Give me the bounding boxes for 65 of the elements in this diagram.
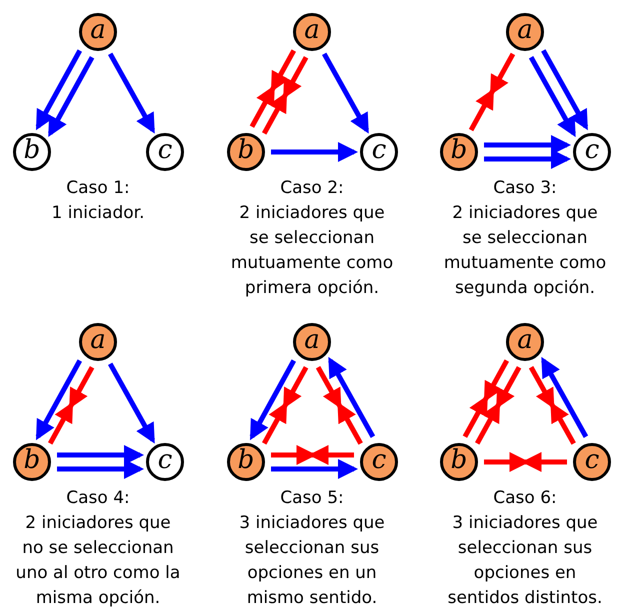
arrow: [57, 459, 144, 479]
node-circle: c: [146, 133, 184, 171]
arrow: [468, 88, 494, 132]
node-circle: a: [506, 13, 544, 51]
case-title: Caso 3:: [492, 177, 558, 200]
node-circle: b: [13, 133, 51, 171]
arrow: [250, 85, 276, 128]
arrow: [541, 49, 588, 130]
arrow: [484, 149, 571, 169]
arrow: [36, 359, 82, 440]
arrow: [48, 56, 94, 137]
case-description: 2 iniciadores que se seleccionan mutuamente como primera opción.: [230, 202, 394, 300]
arrow: [316, 366, 342, 409]
arrow: [108, 362, 155, 444]
case-description: 2 iniciadores que se seleccionan mutuamente como segunda opción.: [442, 202, 608, 300]
arrow: [322, 52, 369, 134]
arrow: [68, 366, 94, 409]
case-title: Caso 5:: [279, 487, 345, 510]
case-description: 3 iniciadores que seleccionan sus opciones en sentidos distintos.: [446, 512, 604, 610]
node-circle: c: [573, 133, 611, 171]
node-circle: b: [227, 443, 265, 481]
node-circle: a: [79, 13, 117, 51]
arrow: [48, 402, 74, 445]
case-description: 1 iniciador.: [50, 202, 146, 225]
arrow: [57, 445, 144, 465]
arrow: [337, 402, 363, 445]
node-circle: b: [13, 443, 51, 481]
arrow: [108, 52, 155, 134]
arrow: [484, 359, 509, 402]
arrow: [328, 356, 376, 438]
node-circle: b: [227, 133, 265, 171]
arrow: [250, 359, 296, 440]
arrow: [262, 92, 288, 135]
case-title: Caso 6:: [492, 487, 558, 510]
arrow: [484, 135, 571, 155]
node-circle: c: [573, 443, 611, 481]
node-circle: b: [440, 443, 478, 481]
case-description: 2 iniciadores que no se seleccionan uno al otro como la misma opción.: [14, 512, 182, 610]
arrow: [490, 52, 516, 96]
node-circle: a: [79, 323, 117, 361]
arrow: [282, 366, 308, 409]
node-circle: c: [146, 443, 184, 481]
node-circle: c: [360, 443, 398, 481]
case-title: Caso 2:: [279, 177, 345, 200]
arrow: [475, 402, 500, 445]
case-title: Caso 4:: [65, 487, 131, 510]
arrow: [528, 56, 576, 138]
arrow: [270, 49, 296, 92]
case-title: Caso 1:: [65, 177, 131, 200]
case-description: 3 iniciadores que seleccionan sus opciones en un mismo sentido.: [238, 512, 386, 610]
arrow: [541, 356, 588, 438]
arrow: [462, 395, 488, 438]
node-circle: b: [440, 133, 478, 171]
node-circle: c: [360, 133, 398, 171]
arrow: [550, 402, 576, 445]
node-circle: a: [293, 13, 331, 51]
arrow: [528, 366, 555, 409]
arrow: [271, 142, 358, 162]
node-circle: a: [506, 323, 544, 361]
arrow: [271, 459, 358, 479]
arrow: [262, 402, 288, 445]
arrow: [496, 366, 522, 409]
node-circle: a: [293, 323, 331, 361]
arrow: [282, 56, 308, 99]
arrow: [36, 49, 82, 130]
